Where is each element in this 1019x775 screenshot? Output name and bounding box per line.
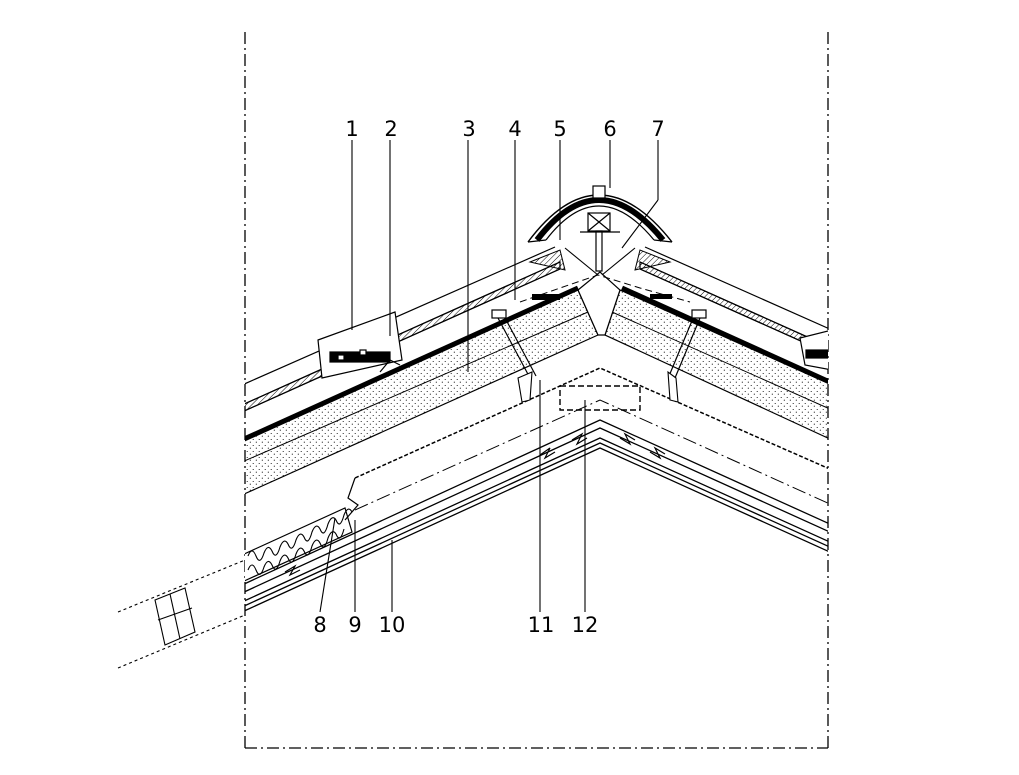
membrane-right xyxy=(620,285,828,384)
tile-profile-right xyxy=(799,330,828,370)
callout-9: 9 xyxy=(348,613,361,637)
ridge-underlay xyxy=(519,274,691,303)
ridge-seal-right xyxy=(634,249,672,271)
leader-lines xyxy=(319,140,659,613)
fastener-screw-right xyxy=(668,309,707,379)
fastener-screw-left xyxy=(491,309,537,379)
membrane-left xyxy=(245,285,580,442)
detail-box xyxy=(559,385,641,411)
tile-profile-left xyxy=(317,311,403,379)
rafter-boards xyxy=(245,419,828,612)
callout-2: 2 xyxy=(384,117,397,141)
callout-10: 10 xyxy=(379,613,406,637)
z-clips xyxy=(284,432,666,577)
callout-3: 3 xyxy=(462,117,475,141)
callout-7: 7 xyxy=(651,117,664,141)
callout-12: 12 xyxy=(572,613,599,637)
callout-11: 11 xyxy=(528,613,555,637)
ridge-seal-left xyxy=(528,249,566,271)
eave-projection xyxy=(117,559,246,669)
callout-1: 1 xyxy=(345,117,358,141)
callout-8: 8 xyxy=(313,613,326,637)
break-line xyxy=(344,477,359,521)
callouts-top: 1 2 3 4 5 6 7 xyxy=(345,117,664,141)
callouts-bottom: 8 9 10 11 12 xyxy=(313,613,598,637)
ridge-clip xyxy=(580,185,620,272)
callout-4: 4 xyxy=(508,117,521,141)
mineral-wool-insulation xyxy=(245,507,353,582)
callout-5: 5 xyxy=(553,117,566,141)
rafter-centreline xyxy=(354,399,828,511)
callout-6: 6 xyxy=(603,117,616,141)
ridge-timber xyxy=(577,271,621,336)
